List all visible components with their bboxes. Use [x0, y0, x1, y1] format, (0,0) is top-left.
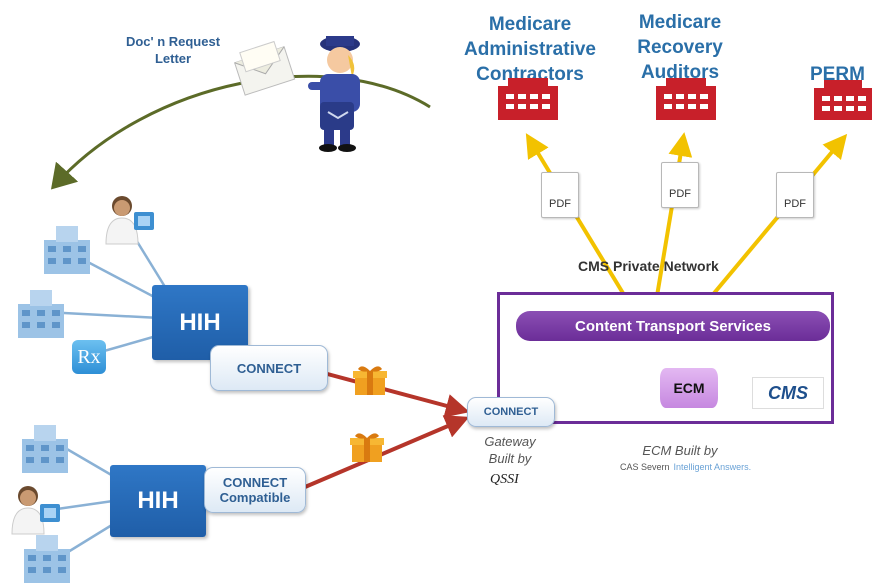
cms-logo: CMS [752, 377, 824, 409]
arrow-hih1-gateway [319, 370, 470, 418]
gateway-connect: CONNECT [467, 397, 555, 427]
ecm-built-by-label: ECM Built by [642, 443, 718, 458]
hih-top: HIH [152, 285, 248, 360]
doc-request-label: Doc' n Request Letter [108, 33, 238, 67]
mra-title-line-1: Medicare [638, 12, 722, 33]
connect-label-top: CONNECT [236, 360, 302, 376]
gift-icon [353, 366, 387, 395]
mra-title-line-3: Auditors [640, 62, 720, 83]
gateway-line-1: Gateway [484, 434, 536, 449]
qssi-logo: QSSI [490, 472, 519, 487]
building-icon [498, 78, 558, 120]
pdf-icon: PDF [776, 172, 814, 218]
gateway-line-2: Built by [488, 451, 532, 466]
doctor-icon [11, 486, 60, 535]
gift-icon [350, 433, 384, 462]
hospital-icon [18, 290, 64, 338]
cas-severn-tagline: Intelligent Answers. [673, 462, 752, 472]
gateway-connect-label: CONNECT [483, 406, 539, 418]
connect-box-top: CONNECT [210, 345, 328, 391]
perm-title: PERM [810, 64, 865, 85]
network-label: CMS Private Network [578, 258, 719, 274]
mac-title-line-3: Contractors [476, 64, 584, 85]
building-icon [656, 78, 716, 120]
ecm-cylinder: ECM [660, 368, 718, 408]
building-icon [814, 80, 872, 120]
mac-title: Medicare Administrative Contractors [455, 12, 605, 87]
connect-compatible-box: CONNECT Compatible [204, 467, 306, 513]
connect-compatible-line-1: CONNECT [222, 475, 288, 490]
rx-icon: Rx [72, 340, 106, 374]
return-arrow [50, 74, 431, 190]
doctor-icon [105, 196, 154, 245]
hospital-icon [22, 425, 68, 473]
mac-title-line-2: Administrative [464, 39, 596, 60]
arrow-to-perm [698, 133, 848, 312]
arrow-hih2-gateway [304, 415, 470, 489]
envelope-icon [234, 40, 296, 96]
arrow-to-mac [525, 133, 634, 310]
connect-compatible-line-2: Compatible [219, 490, 291, 505]
hospital-icon [44, 226, 90, 274]
mail-carrier-icon [308, 36, 360, 152]
content-transport-services: Content Transport Services [516, 311, 830, 341]
gateway-label: Gateway Built by [470, 433, 550, 467]
mac-title-line-1: Medicare [488, 14, 572, 35]
hih-bottom: HIH [110, 465, 206, 537]
mra-title: Medicare Recovery Auditors [620, 10, 740, 85]
cms-logo-text: CMS [768, 382, 808, 403]
hospital-icon [24, 535, 70, 583]
cas-severn-logo: CAS Severn Intelligent Answers. [620, 462, 770, 472]
cas-severn-name: CAS Severn [620, 462, 670, 472]
doc-request-line-1: Doc' n Request [125, 34, 221, 49]
pdf-icon: PDF [661, 162, 699, 208]
pdf-icon: PDF [541, 172, 579, 218]
mra-title-line-2: Recovery [637, 37, 723, 58]
doc-request-line-2: Letter [154, 51, 192, 66]
